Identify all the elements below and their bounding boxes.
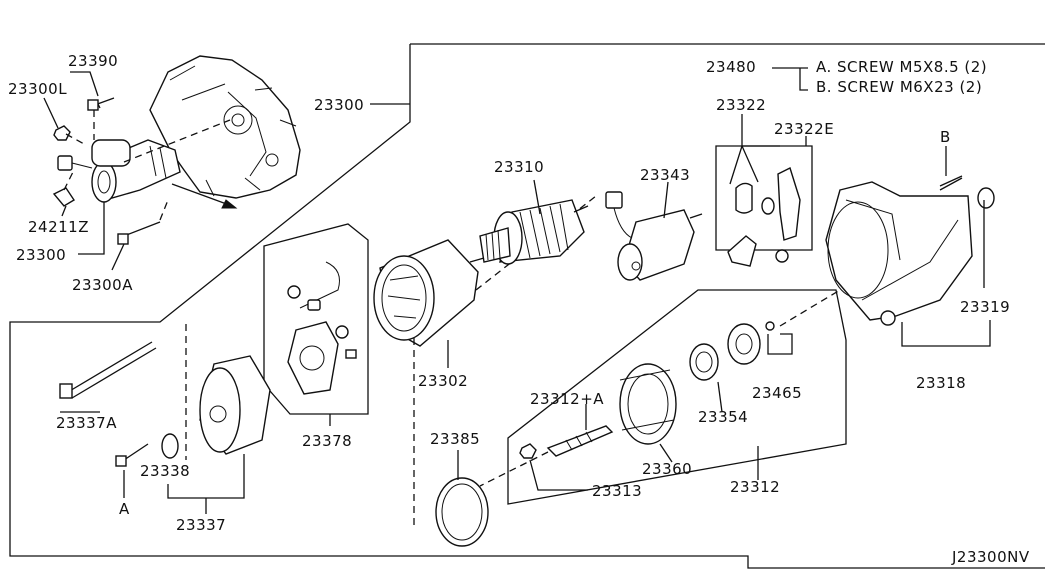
label-23312A: 23312+A (530, 390, 604, 408)
label-23337: 23337 (176, 516, 226, 534)
label-a-ref: A (119, 500, 130, 518)
armature (469, 199, 589, 265)
label-23300-top: 23300 (314, 96, 364, 114)
label-23302: 23302 (418, 372, 468, 390)
leader-lines (43, 67, 991, 514)
label-23378: 23378 (302, 432, 352, 450)
label-23312: 23312 (730, 478, 780, 496)
label-b-ref: B (940, 128, 951, 146)
yoke-assembly (373, 195, 597, 530)
assembly-boundary (9, 43, 1045, 569)
label-23480: 23480 (706, 58, 756, 76)
label-23300-left: 23300 (16, 246, 66, 264)
label-23313: 23313 (592, 482, 642, 500)
label-23300A: 23300A (72, 276, 133, 294)
label-24211Z: 24211Z (28, 218, 89, 236)
o-ring (435, 477, 489, 547)
label-screw-a: A. SCREW M5X8.5 (2) (816, 58, 987, 76)
label-23385: 23385 (430, 430, 480, 448)
label-23300L: 23300L (8, 80, 67, 98)
installation-view (52, 55, 301, 245)
gear-case (825, 177, 995, 326)
part-labels: 23390 23300L 23300 24211Z 23300 23300A 2… (8, 52, 1030, 566)
label-23354: 23354 (698, 408, 748, 426)
label-23343: 23343 (640, 166, 690, 184)
label-23322E: 23322E (774, 120, 834, 138)
pinion-clutch-group (479, 289, 847, 505)
label-23390: 23390 (68, 52, 118, 70)
shift-lever-parts (715, 145, 813, 267)
label-23318: 23318 (916, 374, 966, 392)
label-23319: 23319 (960, 298, 1010, 316)
brush-holder-group (263, 223, 369, 415)
label-23337A: 23337A (56, 414, 117, 432)
rear-bracket (161, 324, 271, 460)
label-screw-b: B. SCREW M6X23 (2) (816, 78, 982, 96)
label-23338: 23338 (140, 462, 190, 480)
magnetic-switch (605, 191, 703, 281)
diagram-code: J23300NV (951, 548, 1030, 566)
label-23360: 23360 (642, 460, 692, 478)
label-23310: 23310 (494, 158, 544, 176)
label-23322: 23322 (716, 96, 766, 114)
label-23465: 23465 (752, 384, 802, 402)
